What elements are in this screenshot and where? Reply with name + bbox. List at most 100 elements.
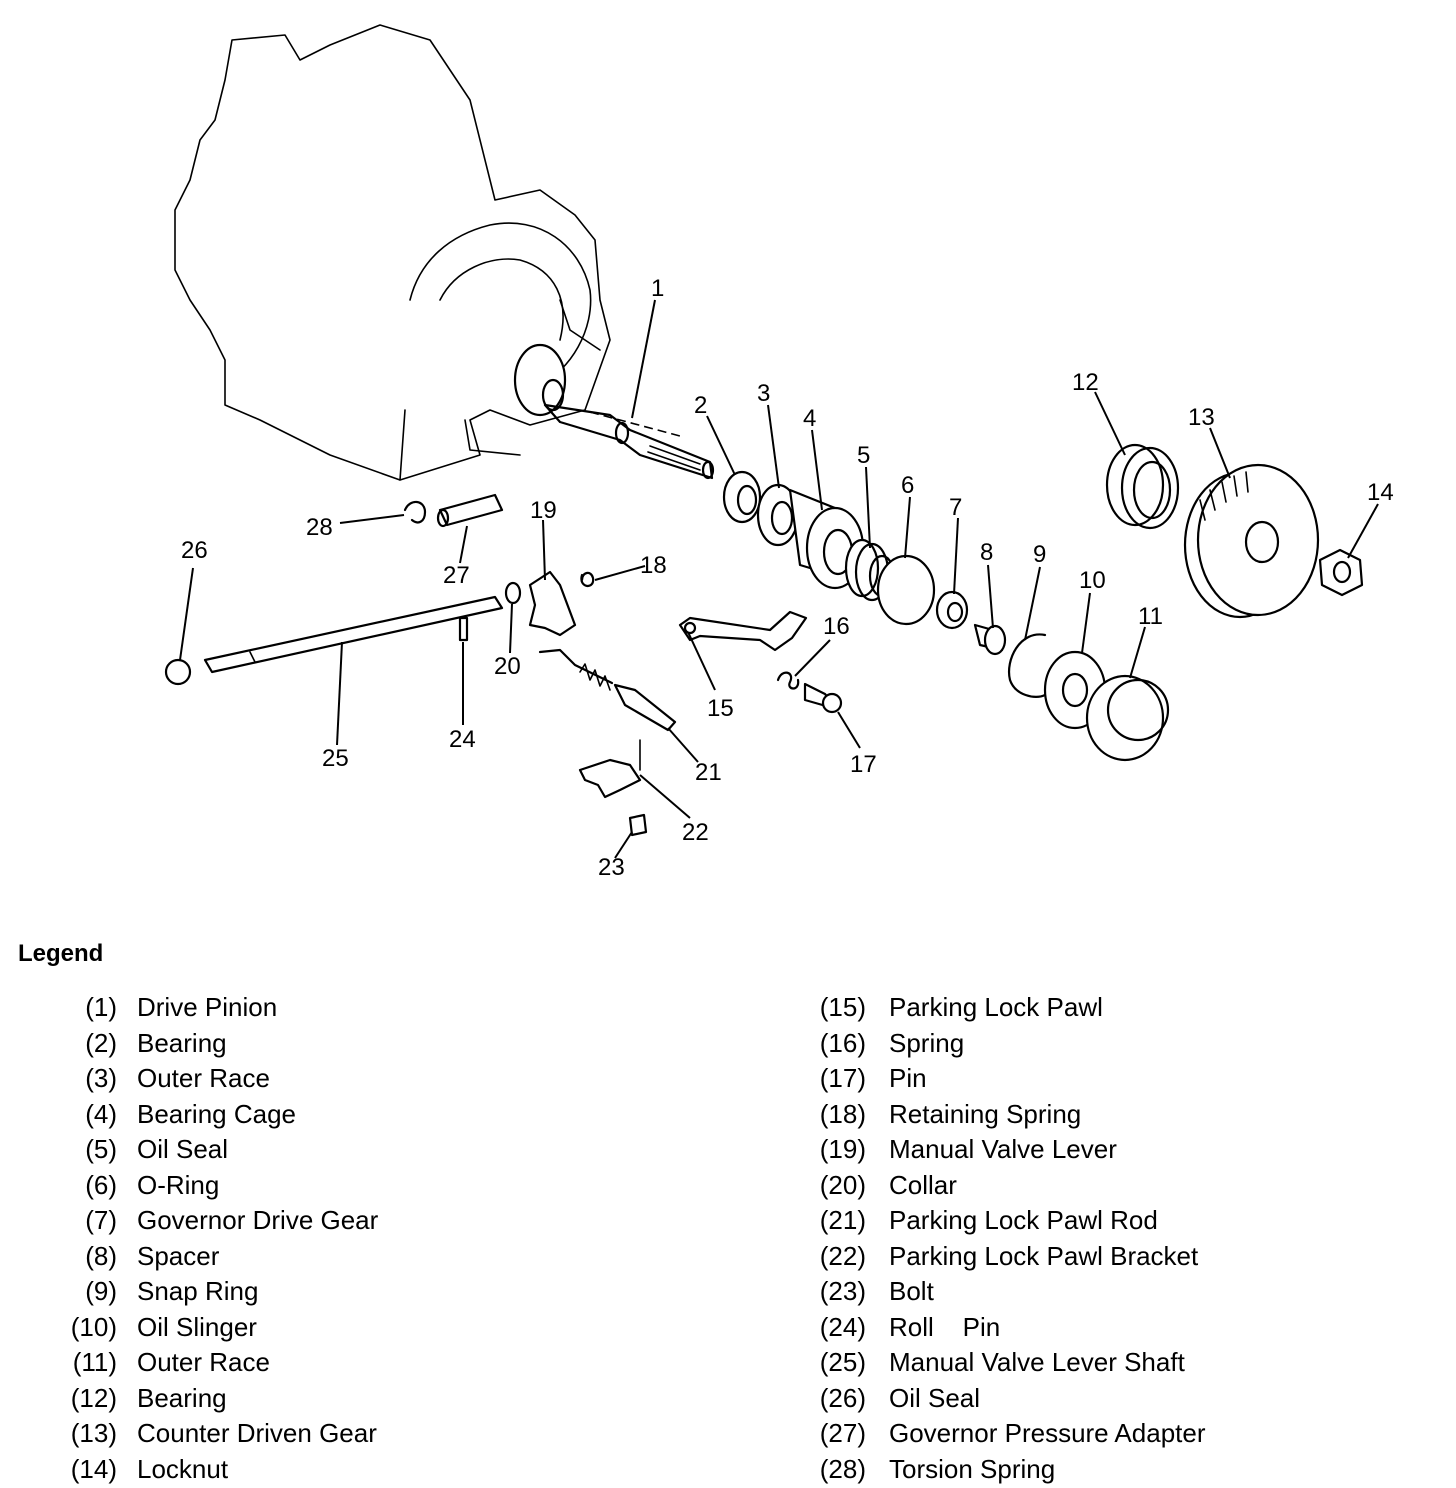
callout-16: 16 bbox=[823, 613, 850, 640]
callout-24: 24 bbox=[449, 726, 476, 753]
transmission-case bbox=[174, 24, 611, 481]
legend-label: Governor Pressure Adapter bbox=[889, 1418, 1206, 1448]
roll-pin bbox=[458, 616, 469, 642]
legend-number: (17) bbox=[819, 1063, 866, 1093]
legend-item: (25)Manual Valve Lever Shaft bbox=[750, 1345, 1450, 1381]
bearing-2 bbox=[722, 470, 762, 524]
legend-label: Torsion Spring bbox=[889, 1453, 1056, 1484]
callout-26: 26 bbox=[181, 537, 208, 564]
legend-item: (21)Parking Lock Pawl Rod bbox=[750, 1203, 1450, 1239]
legend-number: (26) bbox=[819, 1382, 866, 1413]
legend-label: Snap Ring bbox=[137, 1276, 259, 1306]
oil-seal-5 bbox=[844, 538, 896, 602]
legend-item: (17) Pin bbox=[750, 1061, 1450, 1097]
callout-1: 1 bbox=[651, 275, 664, 302]
callout-17: 17 bbox=[850, 751, 877, 778]
oil-seal-26 bbox=[164, 658, 192, 686]
manual-valve-lever bbox=[528, 570, 577, 637]
legend-number: (9) bbox=[85, 1276, 117, 1306]
legend-item: (26) Oil Seal bbox=[750, 1381, 1450, 1417]
legend-number: (7) bbox=[85, 1205, 117, 1235]
legend-label: Oil Slinger bbox=[137, 1311, 257, 1342]
legend-label: Drive Pinion bbox=[137, 992, 278, 1022]
legend-label: Retaining Spring bbox=[889, 1098, 1082, 1129]
legend-column-left: (1)Drive Pinion (2)Bearing (3)Outer Race… bbox=[0, 990, 700, 1487]
legend-item: (16)Spring bbox=[750, 1026, 1450, 1062]
legend-label: Bearing bbox=[137, 1382, 227, 1413]
legend-item: (18)Retaining Spring bbox=[750, 1097, 1450, 1133]
legend-item: (8)Spacer bbox=[0, 1239, 700, 1275]
legend-item: (24)Roll Pin bbox=[750, 1310, 1450, 1346]
parking-lock-pawl-bracket bbox=[578, 739, 642, 799]
governor-drive-gear bbox=[935, 590, 969, 630]
legend-item: (2)Bearing bbox=[0, 1026, 700, 1062]
callout-19: 19 bbox=[530, 497, 557, 524]
legend-number: (10) bbox=[70, 1311, 117, 1342]
legend-number: (22) bbox=[819, 1240, 866, 1271]
legend-label: Manual Valve Lever Shaft bbox=[889, 1347, 1185, 1377]
legend-number: (28) bbox=[819, 1453, 866, 1484]
legend-label: Parking Lock Pawl Bracket bbox=[889, 1240, 1199, 1271]
legend-item: (7) Governor Drive Gear bbox=[0, 1203, 700, 1239]
callout-12: 12 bbox=[1072, 369, 1099, 396]
legend-number: (16) bbox=[819, 1027, 866, 1058]
legend-label: Bolt bbox=[889, 1276, 934, 1306]
legend-label: Roll Pin bbox=[889, 1311, 1001, 1342]
legend-number: (6) bbox=[85, 1169, 117, 1200]
leader-lines bbox=[179, 299, 1379, 859]
callout-labels: 1 2 3 4 5 6 7 8 9 10 11 12 13 14 15 16 1… bbox=[181, 275, 1394, 881]
legend-item: (20) Collar bbox=[750, 1168, 1450, 1204]
callout-13: 13 bbox=[1188, 404, 1215, 431]
callout-14: 14 bbox=[1367, 479, 1394, 506]
legend-item: (22) Parking Lock Pawl Bracket bbox=[750, 1239, 1450, 1275]
legend-number: (3) bbox=[85, 1063, 117, 1093]
callout-3: 3 bbox=[757, 380, 770, 407]
legend-number: (5) bbox=[85, 1134, 117, 1164]
callout-25: 25 bbox=[322, 745, 349, 772]
legend-item: (12)Bearing bbox=[0, 1381, 700, 1417]
legend-label: Manual Valve Lever bbox=[889, 1134, 1117, 1164]
legend-number: (14) bbox=[70, 1453, 117, 1484]
legend-column-right: (15)Parking Lock Pawl (16)Spring (17) Pin… bbox=[750, 990, 1450, 1487]
legend-number: (13) bbox=[70, 1418, 117, 1448]
legend-title: Legend bbox=[18, 940, 104, 967]
pin bbox=[803, 682, 843, 714]
legend-label: Bearing bbox=[137, 1027, 227, 1058]
legend-label: Governor Drive Gear bbox=[137, 1205, 379, 1235]
o-ring bbox=[876, 554, 936, 626]
legend-number: (4) bbox=[85, 1098, 117, 1129]
parking-lock-pawl bbox=[678, 610, 808, 652]
legend-item: (9) Snap Ring bbox=[0, 1274, 700, 1310]
legend-label: Parking Lock Pawl Rod bbox=[889, 1205, 1158, 1235]
legend-item: (6)O-Ring bbox=[0, 1168, 700, 1204]
legend-item: (27)Governor Pressure Adapter bbox=[750, 1416, 1450, 1452]
callout-11: 11 bbox=[1138, 603, 1163, 630]
legend-item: (10) Oil Slinger bbox=[0, 1310, 700, 1346]
counter-driven-gear bbox=[1183, 463, 1320, 619]
locknut bbox=[1318, 548, 1364, 597]
legend-number: (20) bbox=[819, 1169, 866, 1200]
legend-number: (11) bbox=[72, 1347, 117, 1377]
legend-label: Collar bbox=[889, 1169, 957, 1200]
callout-18: 18 bbox=[640, 552, 667, 579]
legend-item: (1)Drive Pinion bbox=[0, 990, 700, 1026]
callout-10: 10 bbox=[1079, 567, 1106, 594]
outer-race-11 bbox=[1085, 674, 1170, 762]
legend-label: Oil Seal bbox=[889, 1382, 981, 1413]
legend-item: (15)Parking Lock Pawl bbox=[750, 990, 1450, 1026]
callout-2: 2 bbox=[694, 392, 707, 419]
legend-item: (19)Manual Valve Lever bbox=[750, 1132, 1450, 1168]
legend-item: (3)Outer Race bbox=[0, 1061, 700, 1097]
legend-label: Pin bbox=[889, 1063, 927, 1093]
callout-9: 9 bbox=[1033, 541, 1046, 568]
drive-pinion bbox=[513, 343, 715, 480]
legend-label: Parking Lock Pawl bbox=[889, 992, 1103, 1022]
spring-16 bbox=[776, 671, 800, 690]
callout-6: 6 bbox=[901, 472, 914, 499]
callout-8: 8 bbox=[980, 539, 993, 566]
bearing-12 bbox=[1105, 443, 1180, 530]
callout-7: 7 bbox=[949, 494, 962, 521]
legend-item: (11)Outer Race bbox=[0, 1345, 700, 1381]
legend-number: (23) bbox=[819, 1276, 866, 1306]
callout-15: 15 bbox=[707, 695, 734, 722]
